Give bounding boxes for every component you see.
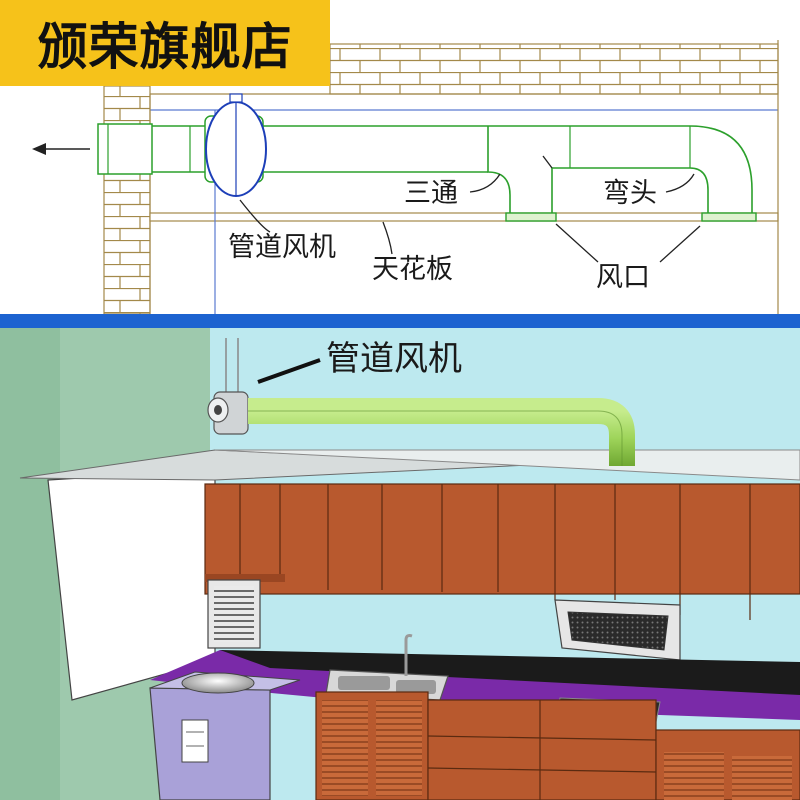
label-elbow: 弯头 [603, 178, 657, 209]
brick-wall-top [329, 43, 779, 95]
leader-outlet-1 [555, 223, 599, 263]
ceiling-board [149, 212, 779, 222]
leader-duct-fan [239, 199, 271, 233]
label-duct-fan: 管道风机 [228, 232, 336, 263]
wall-vent [207, 579, 261, 649]
leader-ceiling [382, 221, 393, 255]
upper-cabinets [204, 483, 800, 620]
label-duct-fan-scene: 管道风机 [326, 339, 462, 379]
label-tee: 三通 [404, 178, 458, 209]
air-outlet-2 [701, 212, 757, 222]
schematic-section [32, 40, 779, 315]
duct-fan-3d [207, 391, 249, 435]
leader-tee [469, 173, 501, 193]
range-hood [554, 599, 681, 661]
wall-sleeve [97, 123, 153, 175]
countertop-surface [220, 650, 800, 695]
arrow-left-icon [32, 143, 90, 155]
air-outlet-1 [505, 212, 557, 222]
leader-outlet-2 [659, 225, 701, 263]
section-divider [0, 314, 800, 328]
leader-elbow [665, 173, 695, 193]
label-ceiling: 天花板 [372, 254, 453, 285]
elbow-fitting [552, 167, 709, 213]
store-brand-badge: 颁荣旗舰店 [0, 0, 330, 86]
mop-basin [149, 671, 301, 800]
tee-fitting [487, 126, 553, 213]
duct-fan-schematic [204, 93, 267, 197]
brick-wall-left [103, 85, 151, 315]
kitchen-scene [0, 328, 800, 800]
leader-duct-fan-scene [257, 358, 321, 384]
label-air-outlet: 风口 [596, 262, 650, 293]
lower-cabinets [315, 691, 800, 800]
